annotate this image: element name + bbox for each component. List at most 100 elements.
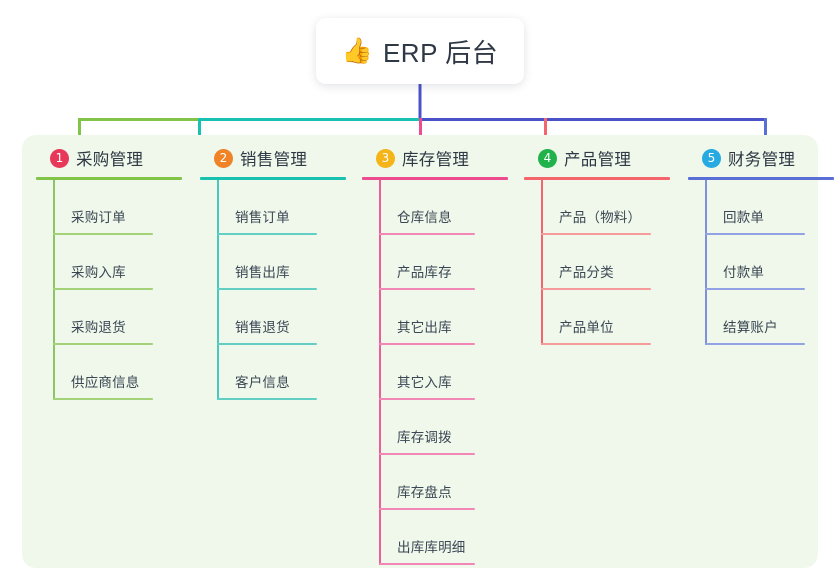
column-header-rule xyxy=(688,177,834,180)
list-item[interactable]: 销售出库 xyxy=(217,235,360,290)
column-stem-line xyxy=(53,180,55,400)
list-item[interactable]: 销售订单 xyxy=(217,180,360,235)
list-item-label: 库存盘点 xyxy=(397,485,452,500)
column-items: 采购订单采购入库采购退货供应商信息 xyxy=(36,180,196,400)
list-item[interactable]: 其它出库 xyxy=(379,290,522,345)
column-header-4[interactable]: 4 产品管理 xyxy=(524,145,684,171)
list-item-rule xyxy=(541,233,651,235)
list-item[interactable]: 产品单位 xyxy=(541,290,684,345)
list-item-label: 采购退货 xyxy=(71,320,126,335)
list-item[interactable]: 库存调拨 xyxy=(379,400,522,455)
column-header-5[interactable]: 5 财务管理 xyxy=(688,145,839,171)
list-item-rule xyxy=(379,508,475,510)
list-item-label: 销售退货 xyxy=(235,320,290,335)
column-header-rule xyxy=(36,177,182,180)
list-item-rule xyxy=(379,288,475,290)
root-title: ERP 后台 xyxy=(382,37,499,68)
list-item-label: 销售出库 xyxy=(235,265,290,280)
list-item-label: 客户信息 xyxy=(235,375,290,390)
column-items: 产品（物料） 产品分类产品单位 xyxy=(524,180,684,345)
list-item[interactable]: 采购订单 xyxy=(53,180,196,235)
list-item[interactable]: 产品（物料） xyxy=(541,180,684,235)
diagram-panel xyxy=(22,135,818,568)
number-badge-icon: 5 xyxy=(702,148,721,168)
column-header-rule xyxy=(362,177,508,180)
list-item[interactable]: 客户信息 xyxy=(217,345,360,400)
list-item-rule xyxy=(705,343,805,345)
list-item-rule xyxy=(541,343,651,345)
column-stem-line xyxy=(541,180,543,345)
list-item-label: 库存调拨 xyxy=(397,430,452,445)
list-item-rule xyxy=(705,233,805,235)
list-item-label: 产品库存 xyxy=(397,265,452,280)
list-item-label: 其它出库 xyxy=(397,320,452,335)
list-item-label: 采购订单 xyxy=(71,210,126,225)
column-4: 4 产品管理产品（物料） 产品分类产品单位 xyxy=(524,145,684,345)
list-item-rule xyxy=(53,233,153,235)
list-item-rule xyxy=(53,343,153,345)
column-stem-line xyxy=(379,180,381,565)
list-item-rule xyxy=(217,343,317,345)
list-item[interactable]: 回款单 xyxy=(705,180,839,235)
column-3: 3 库存管理仓库信息产品库存其它出库其它入库库存调拨库存盘点出库库明细 xyxy=(362,145,522,565)
list-item-label: 产品单位 xyxy=(559,320,614,335)
list-item-label: 出库库明细 xyxy=(397,540,466,555)
column-header-3[interactable]: 3 库存管理 xyxy=(362,145,522,171)
list-item-label: 产品（物料） xyxy=(559,210,642,225)
column-title: 采购管理 xyxy=(76,151,144,169)
list-item-label: 供应商信息 xyxy=(71,375,140,390)
list-item-rule xyxy=(379,343,475,345)
list-item-rule xyxy=(379,233,475,235)
column-5: 5 财务管理回款单付款单结算账户 xyxy=(688,145,839,345)
list-item[interactable]: 采购入库 xyxy=(53,235,196,290)
thumbs-up-icon: 👍 xyxy=(341,36,373,65)
column-stem-line xyxy=(705,180,707,345)
list-item-rule xyxy=(379,563,475,565)
number-badge-icon: 1 xyxy=(50,148,69,168)
column-items: 销售订单销售出库销售退货客户信息 xyxy=(200,180,360,400)
list-item[interactable]: 付款单 xyxy=(705,235,839,290)
list-item-label: 采购入库 xyxy=(71,265,126,280)
column-stem-line xyxy=(217,180,219,400)
column-header-rule xyxy=(200,177,346,180)
list-item[interactable]: 产品库存 xyxy=(379,235,522,290)
list-item[interactable]: 出库库明细 xyxy=(379,510,522,565)
list-item-rule xyxy=(217,233,317,235)
column-items: 回款单付款单结算账户 xyxy=(688,180,839,345)
list-item-label: 结算账户 xyxy=(723,320,778,335)
number-badge-icon: 4 xyxy=(538,148,557,168)
list-item-label: 回款单 xyxy=(723,210,765,225)
list-item-rule xyxy=(217,288,317,290)
list-item-label: 付款单 xyxy=(723,265,765,280)
list-item[interactable]: 产品分类 xyxy=(541,235,684,290)
list-item[interactable]: 结算账户 xyxy=(705,290,839,345)
list-item-label: 其它入库 xyxy=(397,375,452,390)
list-item[interactable]: 库存盘点 xyxy=(379,455,522,510)
root-node[interactable]: 👍 ERP 后台 xyxy=(316,18,524,84)
column-title: 库存管理 xyxy=(402,151,470,169)
list-item-label: 销售订单 xyxy=(235,210,290,225)
column-header-rule xyxy=(524,177,670,180)
column-title: 销售管理 xyxy=(240,151,308,169)
column-title: 财务管理 xyxy=(728,151,796,169)
column-items: 仓库信息产品库存其它出库其它入库库存调拨库存盘点出库库明细 xyxy=(362,180,522,565)
list-item-rule xyxy=(217,398,317,400)
column-1: 1 采购管理采购订单采购入库采购退货供应商信息 xyxy=(36,145,196,400)
list-item[interactable]: 销售退货 xyxy=(217,290,360,345)
list-item[interactable]: 采购退货 xyxy=(53,290,196,345)
list-item[interactable]: 仓库信息 xyxy=(379,180,522,235)
list-item[interactable]: 其它入库 xyxy=(379,345,522,400)
list-item-rule xyxy=(705,288,805,290)
list-item-label: 仓库信息 xyxy=(397,210,452,225)
column-title: 产品管理 xyxy=(564,151,632,169)
list-item[interactable]: 供应商信息 xyxy=(53,345,196,400)
list-item-rule xyxy=(379,453,475,455)
list-item-label: 产品分类 xyxy=(559,265,614,280)
list-item-rule xyxy=(379,398,475,400)
list-item-rule xyxy=(53,398,153,400)
column-header-1[interactable]: 1 采购管理 xyxy=(36,145,196,171)
list-item-rule xyxy=(53,288,153,290)
number-badge-icon: 3 xyxy=(376,148,395,168)
